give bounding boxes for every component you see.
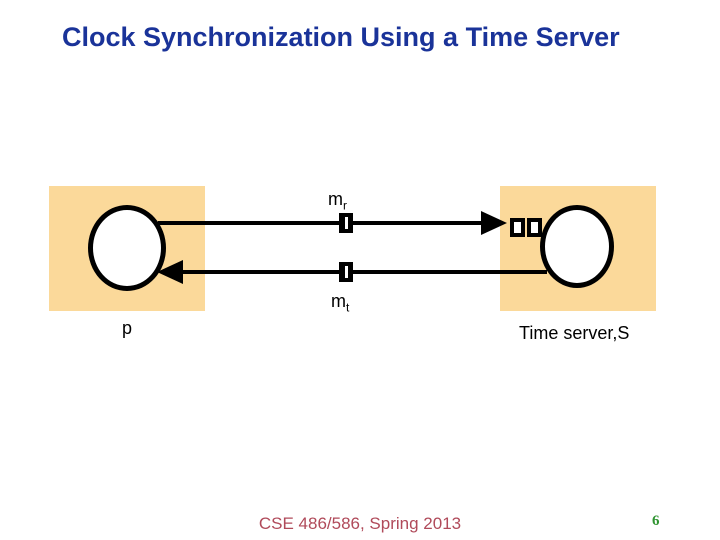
- process-label: p: [122, 318, 133, 338]
- server-queue-slot-icon: [510, 218, 525, 237]
- request-message-marker-icon: [339, 213, 353, 233]
- footer-text: CSE 486/586, Spring 2013: [258, 514, 462, 533]
- request-message-line: [158, 221, 485, 225]
- page-title: Clock Synchronization Using a Time Serve…: [62, 22, 620, 52]
- client-process-circle: [88, 205, 166, 291]
- arrowhead-right-icon: [481, 211, 507, 235]
- request-message-marker-slit: [344, 217, 348, 229]
- reply-message-marker-slit: [344, 266, 348, 278]
- reply-message-line: [180, 270, 547, 274]
- request-message-base: m: [328, 189, 343, 209]
- reply-message-base: m: [331, 291, 346, 311]
- reply-message-label: mt: [331, 291, 350, 315]
- page-number: 6: [652, 513, 660, 529]
- server-process-circle: [540, 205, 614, 288]
- server-queue-slot-icon: [527, 218, 542, 237]
- request-message-subscript: r: [343, 198, 347, 213]
- server-label: Time server,S: [519, 323, 630, 343]
- request-message-label: mr: [328, 189, 347, 213]
- reply-message-marker-icon: [339, 262, 353, 282]
- reply-message-subscript: t: [346, 300, 350, 315]
